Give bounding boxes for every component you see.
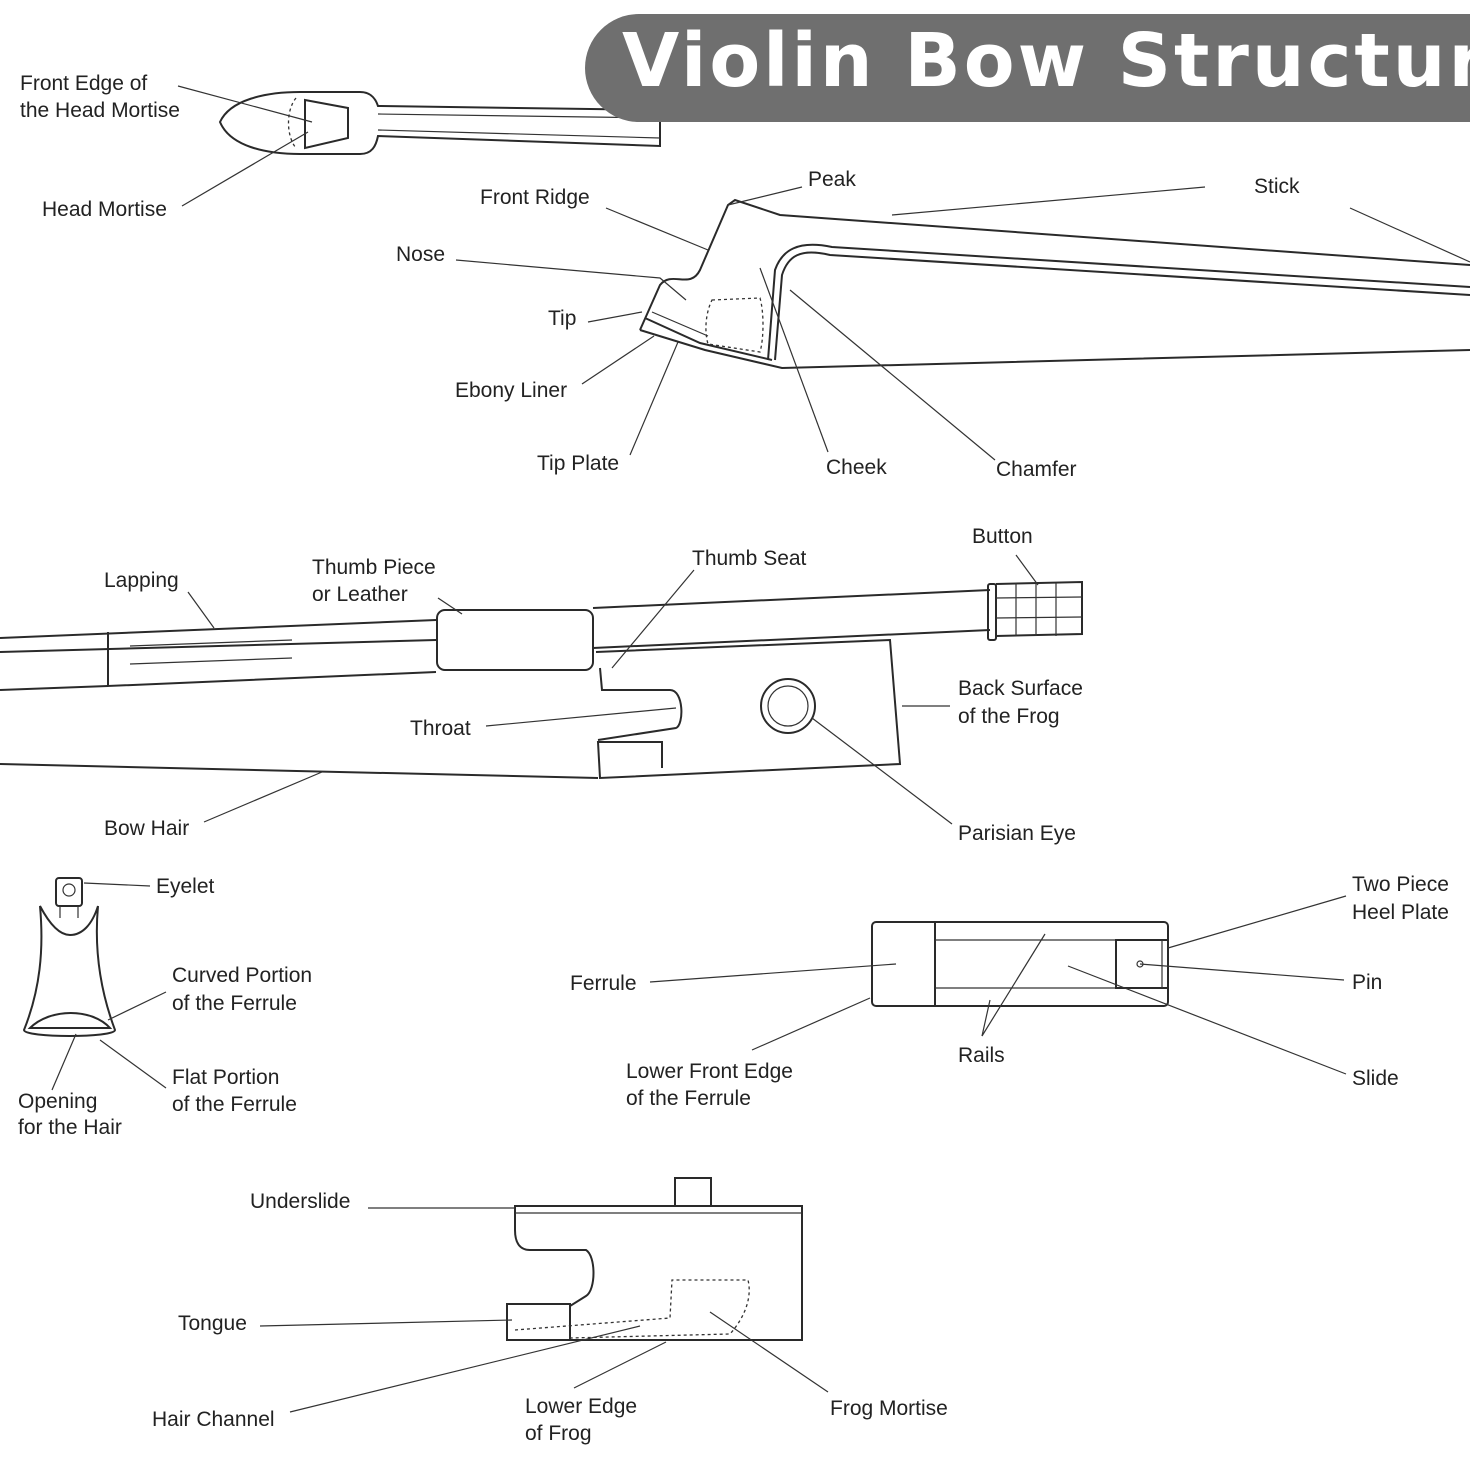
label-rails: Rails (958, 1044, 1005, 1067)
label-back-surface-frog: Back Surface of the Frog (958, 677, 1089, 728)
label-chamfer: Chamfer (996, 458, 1077, 481)
label-cheek: Cheek (826, 456, 887, 479)
label-tip: Tip (548, 307, 576, 330)
label-tongue: Tongue (178, 1312, 247, 1335)
head-top-view (177, 85, 661, 207)
frog-bottom-view (649, 895, 1347, 1075)
label-head-mortise: Head Mortise (42, 198, 167, 221)
label-ferrule: Ferrule (570, 972, 637, 995)
label-frog-mortise: Frog Mortise (830, 1397, 948, 1420)
label-front-ridge: Front Ridge (480, 186, 590, 209)
label-lower-edge-frog: Lower Edge of Frog (525, 1395, 643, 1445)
label-hair-channel: Hair Channel (152, 1408, 275, 1431)
label-thumb-seat: Thumb Seat (692, 547, 807, 570)
label-ebony-liner: Ebony Liner (455, 379, 567, 402)
label-opening-for-hair: Opening for the Hair (18, 1090, 122, 1139)
label-flat-portion-ferrule: Flat Portion of the Ferrule (172, 1066, 297, 1116)
label-pin: Pin (1352, 971, 1382, 994)
frog-side-view (259, 1177, 829, 1413)
head-side-view (455, 186, 1470, 461)
label-eyelet: Eyelet (156, 875, 215, 898)
frog-on-stick (0, 554, 1083, 825)
label-stick: Stick (1254, 175, 1300, 198)
label-tip-plate: Tip Plate (537, 452, 619, 475)
title-banner (585, 14, 1470, 122)
label-underslide: Underslide (250, 1190, 350, 1213)
label-curved-portion-ferrule: Curved Portion of the Ferrule (172, 964, 318, 1015)
label-two-piece-heel-plate: Two Piece Heel Plate (1352, 873, 1455, 924)
page-title: Violin Bow Structure (622, 18, 1470, 104)
label-nose: Nose (396, 243, 445, 266)
label-lower-front-edge-ferrule: Lower Front Edge of the Ferrule (626, 1060, 799, 1110)
label-peak: Peak (808, 168, 856, 191)
label-throat: Throat (410, 717, 471, 740)
label-lapping: Lapping (104, 569, 179, 592)
ferrule-front-view (22, 877, 167, 1091)
label-parisian-eye: Parisian Eye (958, 822, 1076, 845)
label-front-edge-head-mortise: Front Edge of the Head Mortise (20, 72, 180, 122)
label-slide: Slide (1352, 1067, 1399, 1090)
label-thumb-piece: Thumb Piece or Leather (312, 556, 442, 606)
labels: Front Edge of the Head Mortise Head Mort… (18, 72, 1455, 1445)
label-button: Button (972, 525, 1033, 548)
label-bow-hair: Bow Hair (104, 817, 189, 840)
